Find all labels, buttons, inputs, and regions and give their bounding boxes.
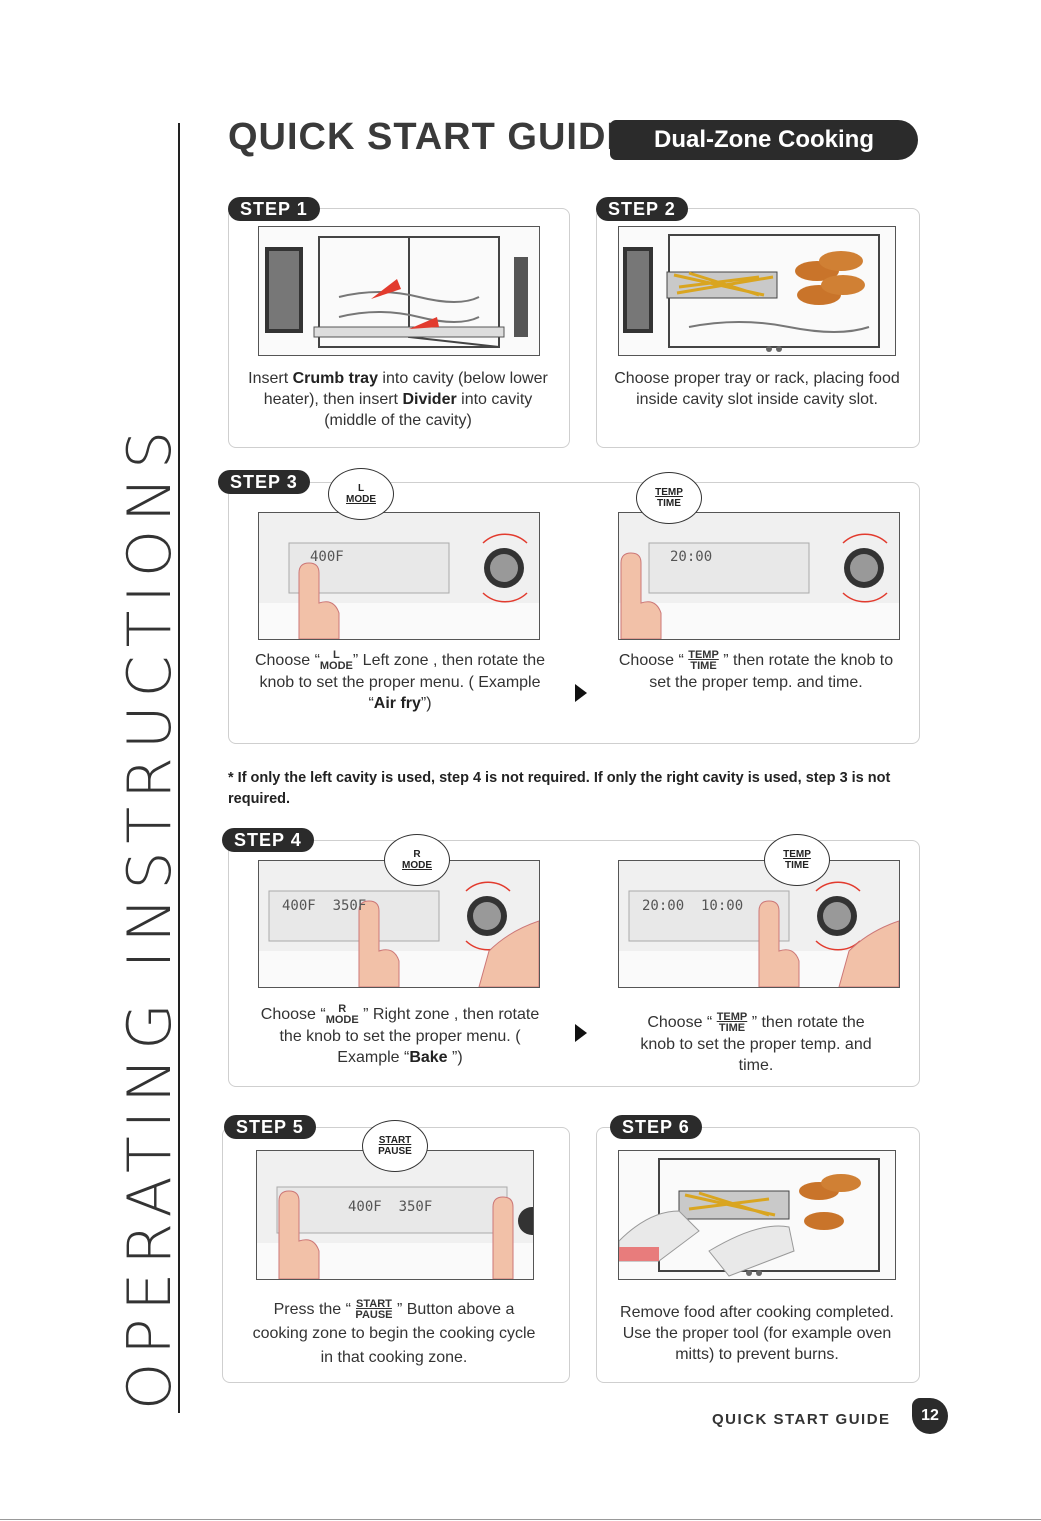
bottom-rule <box>0 1519 1041 1520</box>
step3-left-display: 400F <box>310 549 344 565</box>
step3-right-control-panel <box>618 512 900 640</box>
usage-note: * If only the left cavity is used, step … <box>228 770 891 807</box>
step3-right-display: 20:00 <box>670 549 713 565</box>
step2-oven-illustration <box>618 226 896 356</box>
step4-next-arrow <box>575 1024 587 1042</box>
footer-label: QUICK START GUIDE <box>712 1411 891 1428</box>
step4-left-display: 400F 350F <box>282 898 367 914</box>
step1-caption: Insert Crumb tray into cavity (below low… <box>248 370 548 429</box>
side-rule <box>178 123 180 1413</box>
step6-badge: STEP 6 <box>610 1115 702 1139</box>
step4-right-temp-bubble: TEMP TIME <box>764 834 830 886</box>
step3-left-mode-bubble: L MODE <box>328 468 394 520</box>
step4-right-mode-bubble: R MODE <box>384 834 450 886</box>
step5-start-bubble: START PAUSE <box>362 1120 428 1172</box>
side-section-title: OPERATING INSTRUCTIONS <box>115 422 185 1410</box>
step6-oven-illustration <box>618 1150 896 1280</box>
step3-right-temp-bubble: TEMP TIME <box>636 472 702 524</box>
step6-caption: Remove food after cooking completed. Use… <box>620 1304 894 1363</box>
step4-right-control-panel <box>618 860 900 988</box>
step1-badge: STEP 1 <box>228 197 320 221</box>
page-subtitle: Dual-Zone Cooking <box>610 120 918 160</box>
step3-next-arrow <box>575 684 587 702</box>
step4-badge: STEP 4 <box>222 828 314 852</box>
step4-right-display: 20:00 10:00 <box>642 898 744 914</box>
step1-oven-illustration <box>258 226 540 356</box>
page-number: 12 <box>912 1398 948 1434</box>
step5-badge: STEP 5 <box>224 1115 316 1139</box>
step2-badge: STEP 2 <box>596 197 688 221</box>
step3-left-control-panel <box>258 512 540 640</box>
step2-caption: Choose proper tray or rack, placing food… <box>614 370 900 408</box>
step4-left-control-panel <box>258 860 540 988</box>
step5-display: 400F 350F <box>348 1199 433 1215</box>
step3-badge: STEP 3 <box>218 470 310 494</box>
page-title: QUICK START GUIDE <box>228 116 633 158</box>
